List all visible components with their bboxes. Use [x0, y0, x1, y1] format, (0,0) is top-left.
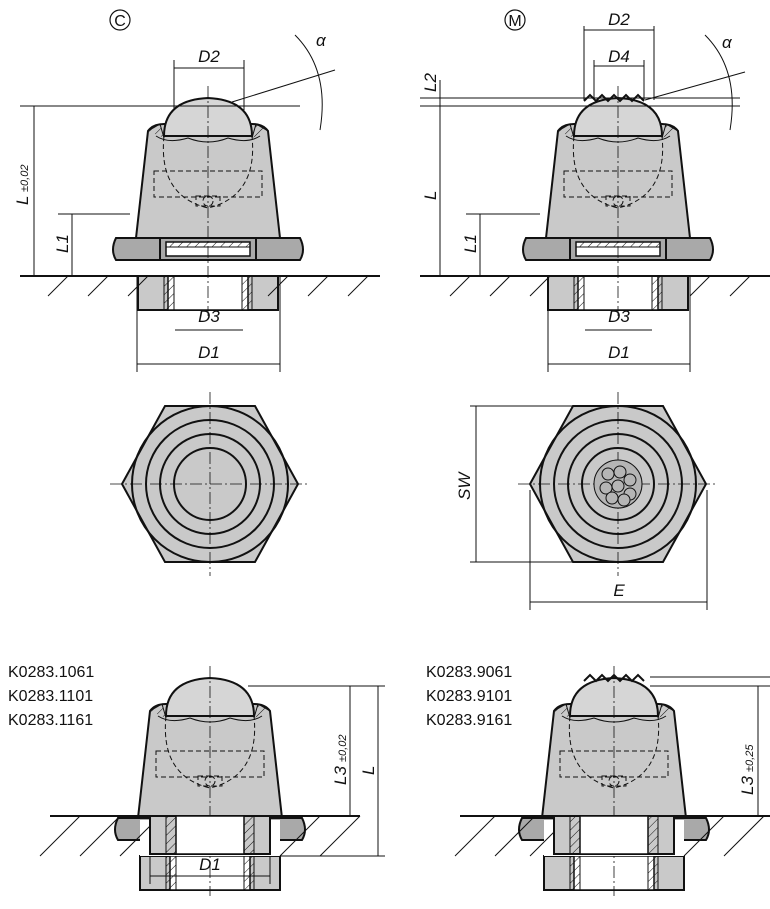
- dim-L: L: [13, 196, 32, 205]
- dim-L1: L1: [53, 234, 72, 253]
- dim-D2: D2: [198, 47, 220, 66]
- side-view-c: C L ±0,02 L1 D2 D3 D1 α: [13, 9, 380, 372]
- dim-D4: D4: [608, 47, 630, 66]
- dim-D1: D1: [198, 343, 220, 362]
- dim-D2-m: D2: [608, 10, 630, 29]
- variant-c-symbol: C: [114, 13, 126, 30]
- dim-L-tol: ±0,02: [19, 165, 31, 192]
- angle-alpha: α: [316, 31, 327, 50]
- dim-L3-tol: ±0,02: [337, 735, 349, 762]
- install-view-m: K0283.9061 K0283.9101 K0283.9161 L3 ±0,2…: [426, 664, 770, 897]
- dim-D1-install: D1: [199, 855, 221, 874]
- variant-m-symbol: M: [508, 13, 521, 30]
- part-number: K0283.1101: [8, 688, 93, 705]
- dim-L3: L3: [331, 766, 350, 785]
- dim-L-m: L: [421, 191, 440, 200]
- dim-D3: D3: [198, 307, 220, 326]
- dim-L2: L2: [421, 73, 440, 92]
- dim-L1-m: L1: [461, 234, 480, 253]
- dim-D3-m: D3: [608, 307, 630, 326]
- dim-E: E: [613, 581, 625, 600]
- side-view-m: M L2 L L1 D2 D4 D3 D1 α: [420, 9, 770, 372]
- install-view-c: K0283.1061 K0283.1101 K0283.1161 D1 L3 ±…: [8, 664, 385, 897]
- part-number: K0283.9101: [426, 688, 512, 705]
- dim-L3-m: L3: [738, 776, 757, 795]
- part-number: K0283.9161: [426, 712, 512, 729]
- top-view-m: SW E: [455, 391, 719, 610]
- part-number: K0283.1161: [8, 712, 93, 729]
- part-number: K0283.1061: [8, 664, 94, 681]
- dim-L-install: L: [359, 766, 378, 775]
- angle-alpha-m: α: [722, 33, 733, 52]
- part-number: K0283.9061: [426, 664, 512, 681]
- svg-text:L: L: [13, 196, 32, 205]
- top-view-c: [109, 391, 311, 577]
- dim-L3-tol-m: ±0,25: [744, 744, 756, 772]
- dim-D1-m: D1: [608, 343, 630, 362]
- dim-SW: SW: [455, 471, 474, 500]
